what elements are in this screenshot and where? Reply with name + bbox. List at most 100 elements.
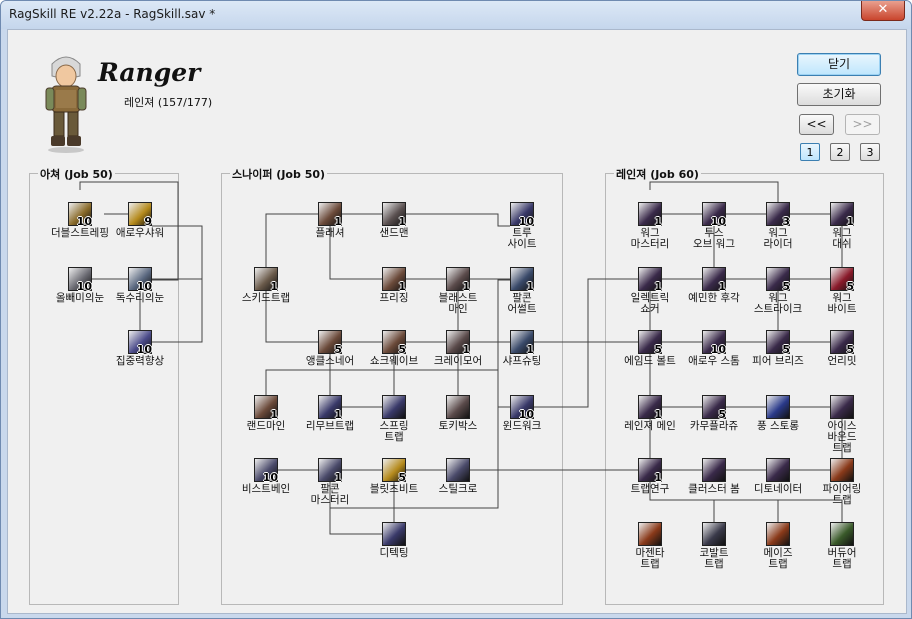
skill-icon-claymore[interactable]: 1	[446, 330, 470, 356]
skill-icon-warg-bite[interactable]: 5	[830, 267, 854, 293]
skill-icon-fear-breeze[interactable]: 5	[766, 330, 790, 356]
close-button[interactable]: 닫기	[797, 53, 881, 76]
skill-name-true-sight: 트루 사이트	[507, 227, 537, 250]
skill-icon-icebound-trap[interactable]	[830, 395, 854, 419]
skill-icon-freezing[interactable]: 1	[382, 267, 406, 293]
skill-name-sandman: 샌드맨	[379, 227, 409, 239]
skill-icon-ankle-snare[interactable]: 5	[318, 330, 342, 356]
skill-level: 10	[710, 343, 726, 356]
skill-level: 1	[654, 215, 662, 228]
skill-name-detecting: 디텍팅	[379, 547, 409, 559]
skill-icon-warg-strike[interactable]: 5	[766, 267, 790, 293]
skill-icon-shockwave[interactable]: 5	[382, 330, 406, 356]
skill-icon-tooth-of-warg[interactable]: 10	[702, 202, 726, 228]
skill-icon-wind-storm[interactable]	[766, 395, 790, 419]
skill-name-talkie-box: 토키박스	[438, 420, 478, 432]
skill-level: 10	[136, 343, 152, 356]
skill-icon-remove-trap[interactable]: 1	[318, 395, 342, 421]
skill-icon-sandman[interactable]: 1	[382, 202, 406, 228]
skill-icon-land-mine[interactable]: 1	[254, 395, 278, 421]
skill-icon-detecting[interactable]	[382, 522, 406, 546]
skill-name-remove-trap: 리무브트랩	[305, 420, 355, 432]
skill-icon-cluster-bomb[interactable]	[702, 458, 726, 482]
skill-name-tooth-of-warg: 투스 오브 워그	[693, 227, 735, 250]
skill-level: 5	[718, 408, 726, 421]
skill-level: 5	[334, 343, 342, 356]
connector-line	[534, 278, 638, 343]
skill-icon-skid-trap[interactable]: 1	[254, 267, 278, 293]
skill-icon-detonator[interactable]	[766, 458, 790, 482]
skill-icon-cobalt-trap[interactable]	[702, 522, 726, 546]
skill-icon-firing-trap[interactable]	[830, 458, 854, 482]
skill-icon-talkie-box[interactable]	[446, 395, 470, 419]
skill-icon-spring-trap[interactable]	[382, 395, 406, 419]
skill-name-blitz-beat: 블릿츠비트	[369, 483, 419, 495]
skill-icon-falconry-mastery[interactable]: 1	[318, 458, 342, 484]
connector-line	[265, 291, 318, 343]
skill-icon-unlimit[interactable]: 5	[830, 330, 854, 356]
skill-icon-warg-dash[interactable]: 1	[830, 202, 854, 228]
skill-name-fear-breeze: 피어 브리즈	[752, 355, 804, 367]
skill-icon-sensitive-smell[interactable]: 1	[702, 267, 726, 293]
group-title: 아쳐 (Job 50)	[38, 166, 115, 182]
skill-icon-beast-bane[interactable]: 10	[254, 458, 278, 484]
skill-icon-verdure-trap[interactable]	[830, 522, 854, 546]
skill-icon-owls-eye[interactable]: 10	[68, 267, 92, 293]
skill-level: 5	[782, 280, 790, 293]
skill-icon-vultures-eye[interactable]: 10	[128, 267, 152, 293]
skill-icon-ranger-main[interactable]: 1	[638, 395, 662, 421]
skill-level: 1	[462, 280, 470, 293]
skill-name-research-trap: 트랩연구	[630, 483, 670, 495]
skill-name-detonator: 디토네이터	[753, 483, 803, 495]
skill-level: 10	[710, 215, 726, 228]
skill-icon-electric-shocker[interactable]: 1	[638, 267, 662, 293]
skill-name-warg-bite: 워그 바이트	[827, 292, 857, 315]
skill-name-camouflage: 카무플라쥬	[689, 420, 739, 432]
skill-icon-research-trap[interactable]: 1	[638, 458, 662, 484]
skill-level: 1	[270, 408, 278, 421]
skill-name-cluster-bomb: 클러스터 봄	[688, 483, 740, 495]
skill-level: 1	[526, 280, 534, 293]
skill-icon-sharp-shooting[interactable]: 1	[510, 330, 534, 356]
skill-name-falcon-assault: 팔콘 어썰트	[507, 292, 537, 315]
title-bar[interactable]: RagSkill RE v2.22a - RagSkill.sav * ✕	[1, 1, 911, 29]
skill-name-ranger-main: 레인져 메인	[624, 420, 676, 432]
skill-icon-double-strafe[interactable]: 10	[68, 202, 92, 228]
skill-icon-warg-mastery[interactable]: 1	[638, 202, 662, 228]
skill-level: 1	[334, 408, 342, 421]
skill-level: 1	[654, 280, 662, 293]
reset-button[interactable]: 초기화	[797, 83, 881, 106]
skill-icon-blast-mine[interactable]: 1	[446, 267, 470, 293]
window-close-icon[interactable]: ✕	[861, 1, 905, 21]
skill-icon-flasher[interactable]: 1	[318, 202, 342, 228]
skill-icon-improve-concentration[interactable]: 10	[128, 330, 152, 356]
skill-icon-magenta-trap[interactable]	[638, 522, 662, 546]
skill-icon-true-sight[interactable]: 10	[510, 202, 534, 228]
skill-icon-wind-walk[interactable]: 10	[510, 395, 534, 421]
skill-icon-falcon-assault[interactable]: 1	[510, 267, 534, 293]
skill-level: 1	[654, 408, 662, 421]
skill-icon-blitz-beat[interactable]: 5	[382, 458, 406, 484]
skill-name-flasher: 플래셔	[315, 227, 345, 239]
page-3-button[interactable]: 3	[860, 143, 880, 161]
page-1-button[interactable]: 1	[800, 143, 820, 161]
next-button[interactable]: >>	[845, 114, 880, 135]
connector-line	[152, 225, 203, 342]
skill-level: 10	[518, 215, 534, 228]
skill-icon-aimed-bolt[interactable]: 5	[638, 330, 662, 356]
skill-name-maize-trap: 메이즈 트랩	[763, 547, 793, 570]
prev-button[interactable]: <<	[799, 114, 834, 135]
page-2-button[interactable]: 2	[830, 143, 850, 161]
skill-icon-arrow-shower[interactable]: 9	[128, 202, 152, 228]
skill-level: 5	[398, 471, 406, 484]
skill-icon-camouflage[interactable]: 5	[702, 395, 726, 421]
skill-icon-warg-rider[interactable]: 3	[766, 202, 790, 228]
skill-name-cobalt-trap: 코발트 트랩	[699, 547, 729, 570]
skill-icon-arrow-storm[interactable]: 10	[702, 330, 726, 356]
skill-name-skid-trap: 스키드트랩	[241, 292, 291, 304]
skill-name-vultures-eye: 독수리의눈	[115, 292, 165, 304]
skill-level: 1	[654, 471, 662, 484]
skill-name-wind-walk: 윈드워크	[502, 420, 542, 432]
skill-icon-steel-crow[interactable]	[446, 458, 470, 482]
skill-icon-maize-trap[interactable]	[766, 522, 790, 546]
